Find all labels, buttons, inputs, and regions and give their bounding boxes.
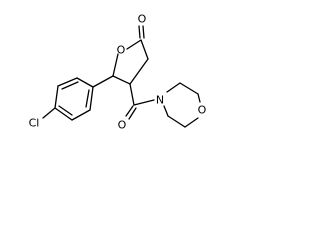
bond-c5-aryl [92, 75, 114, 88]
bond-ar-inner-1 [61, 81, 79, 90]
bond-ar3-ar4 [54, 85, 59, 109]
bond-m4-n [163, 105, 169, 117]
bond-m3-m4 [167, 115, 186, 128]
bond-camide-n [133, 99, 155, 106]
bonds [42, 25, 201, 128]
bond-ar4-cl [42, 107, 56, 119]
bond-c2-o-carbonyl-a [138, 25, 141, 39]
ring-oxygen-label: O [117, 44, 126, 57]
atom-labels: O O Cl O N O [29, 13, 207, 132]
bond-o1-c2 [126, 39, 142, 50]
bond-c4-camide [129, 83, 135, 106]
bond-m1-m2 [179, 82, 199, 95]
bond-camide-o-a [125, 105, 134, 117]
bond-ar1-ar2 [76, 77, 94, 88]
bond-m2-o [197, 93, 201, 103]
morpholine-nitrogen-label: N [156, 94, 164, 107]
chlorine-label: Cl [29, 117, 40, 130]
bond-o-m3 [184, 117, 199, 128]
bond-c2-o-carbonyl-b [142, 25, 145, 39]
bond-c5-o1 [112, 53, 119, 77]
bond-ar4-ar5 [54, 107, 73, 121]
bond-c3-c4 [129, 58, 149, 85]
bond-n-m1 [166, 82, 181, 93]
lactone-carbonyl-oxygen-label: O [138, 13, 147, 26]
bond-ar5-ar6 [71, 109, 91, 121]
bond-c4-c5 [112, 75, 131, 85]
bond-ar-inner-2 [58, 105, 73, 116]
bond-camide-o-b [128, 107, 137, 120]
molecule-diagram: O O Cl O N O [29, 13, 207, 132]
amide-oxygen-label: O [118, 119, 127, 132]
bond-ar2-ar3 [57, 77, 78, 87]
bond-c2-c3 [140, 39, 149, 60]
morpholine-oxygen-label: O [198, 104, 207, 117]
bond-ar6-ar1 [89, 86, 94, 111]
bond-ar-inner-3 [85, 89, 90, 108]
